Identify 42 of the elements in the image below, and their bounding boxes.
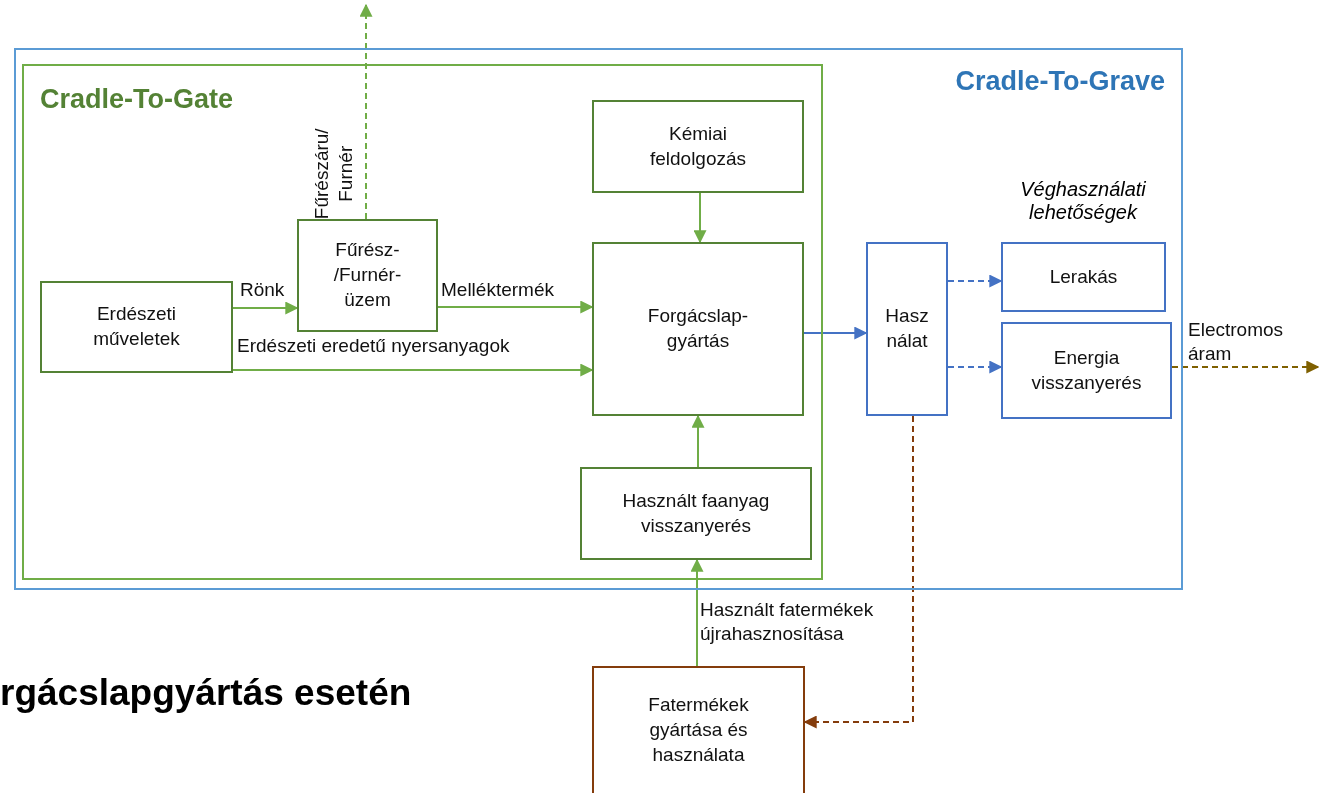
process-box: [592, 100, 804, 193]
edge-label: Melléktermék: [441, 278, 555, 302]
arrow: [359, 3, 373, 220]
edge-label: Erdészeti eredetű nyersanyagok: [237, 334, 511, 358]
process-box: [1001, 322, 1172, 419]
box-label: Használt faanyag visszanyerés: [621, 488, 771, 538]
process-box: [866, 242, 948, 416]
section-title: Cradle-To-Grave: [955, 65, 1165, 98]
arrow: [1171, 360, 1320, 374]
edge-label: Fűrészáru/ Furnér: [310, 127, 357, 222]
process-box: [592, 666, 805, 793]
arrow: [947, 360, 1003, 374]
arrow: [232, 363, 594, 377]
process-box: [592, 242, 804, 416]
edge-label: Használt fatermékek újrahasznosítása: [700, 598, 875, 646]
section-title: Cradle-To-Gate: [40, 83, 234, 116]
slide-title: rgácslapgyártás esetén: [0, 672, 413, 714]
edge-label: Electromos áram: [1188, 318, 1285, 366]
edge-label: Rönk: [240, 278, 286, 302]
arrow: [691, 414, 705, 468]
box-label: Lerakás: [1048, 264, 1119, 289]
arrow: [232, 301, 299, 315]
box-label: Energia visszanyerés: [1030, 345, 1143, 395]
box-label: Forgácslap- gyártás: [646, 304, 750, 353]
arrow: [693, 192, 707, 244]
arrow: [947, 274, 1003, 288]
process-box: [40, 281, 233, 373]
box-label: Fűrész- /Furnér- üzem: [332, 238, 403, 312]
boundary-box: [14, 48, 1183, 590]
arrow: [803, 415, 914, 729]
process-box: [1001, 242, 1166, 312]
process-box: [580, 467, 812, 560]
arrow: [437, 300, 594, 314]
box-label: Hasz nálat: [884, 304, 930, 353]
box-label: Kémiai feldolgozás: [648, 121, 748, 171]
boundary-box: [22, 64, 823, 580]
box-label: Erdészeti műveletek: [92, 302, 181, 351]
group-heading: Véghasználati lehetőségek: [1019, 178, 1147, 224]
arrow: [690, 558, 704, 667]
arrow: [803, 326, 868, 340]
process-box: [297, 219, 438, 332]
box-label: Fatermékek gyártása és használata: [647, 693, 750, 767]
